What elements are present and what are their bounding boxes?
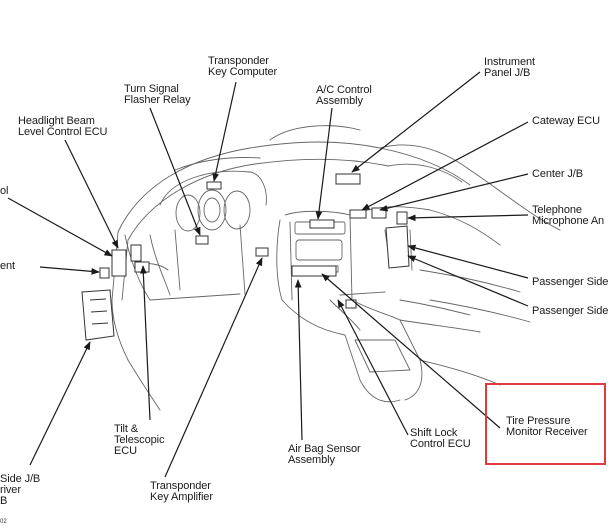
label-gateway-ecu: Cateway ECU — [532, 115, 600, 127]
leader-shift-lock — [337, 299, 409, 436]
leader-tire-pressure — [321, 273, 501, 429]
leader-driver-jb — [29, 341, 91, 466]
leader-tilt — [139, 265, 151, 421]
label-left-partial-2: ent — [0, 260, 15, 272]
transponder-amp-block — [255, 247, 269, 257]
leader-passenger-2 — [407, 255, 529, 307]
label-center-jb: Center J/B — [532, 168, 583, 180]
passenger-side-jb — [385, 225, 410, 269]
air-bag-sensor-block — [291, 265, 337, 277]
label-instrument-panel-jb: Instrument Panel J/B — [484, 56, 535, 79]
label-side-jb-partial: Side J/B river B — [0, 473, 41, 507]
leader-left-2 — [39, 266, 100, 275]
label-left-partial-1: ol — [0, 185, 9, 197]
label-tilt-telescopic-ecu: Tilt & Telescopic ECU — [114, 423, 165, 457]
label-ac-control: A/C Control Assembly — [316, 84, 372, 107]
leader-headlight — [64, 139, 119, 249]
headlight-ecu-block — [111, 249, 127, 277]
label-telephone-microphone: Telephone Microphone An — [532, 204, 605, 227]
leader-passenger-1 — [407, 244, 529, 279]
leader-transponder-key-computer — [212, 81, 237, 182]
leader-ac — [315, 107, 333, 220]
label-transponder-key-computer: Transponder Key Computer — [208, 55, 278, 78]
label-shift-lock-ecu: Shift Lock Control ECU — [410, 427, 471, 450]
label-headlight-beam-ecu: Headlight Beam Level Control ECU — [18, 115, 108, 138]
leader-instrument — [351, 71, 481, 173]
highlight-box — [485, 383, 606, 465]
turn-signal-relay-block — [195, 235, 209, 245]
label-tire-pressure-receiver: Tire Pressure Monitor Receiver — [506, 415, 588, 438]
leader-air-bag — [294, 279, 303, 441]
label-air-bag-sensor: Air Bag Sensor Assembly — [288, 443, 361, 466]
label-passenger-side-2: Passenger Side — [532, 305, 608, 317]
leader-telephone — [407, 214, 529, 222]
ac-control-block — [309, 219, 335, 229]
label-transponder-key-amplifier: Transponder Key Amplifier — [150, 480, 213, 503]
corner-code: 02 — [0, 519, 7, 525]
center-jb-block — [371, 207, 387, 219]
shift-lock-block — [345, 299, 357, 309]
leader-turn-signal — [149, 107, 201, 236]
components — [81, 173, 410, 341]
left-connector-block — [130, 244, 142, 262]
leader-transponder-amp — [164, 257, 263, 478]
driver-side-jb — [81, 289, 115, 341]
telephone-mic-block — [396, 211, 408, 225]
left-small-block — [99, 267, 110, 279]
leader-center-jb — [379, 173, 529, 212]
label-turn-signal-flasher-relay: Turn Signal Flasher Relay — [124, 83, 191, 106]
gateway-block — [349, 209, 367, 219]
label-passenger-side-1: Passenger Side — [532, 276, 608, 288]
leader-left-1 — [7, 197, 113, 257]
leader-gateway — [361, 121, 529, 211]
transponder-key-computer-block — [206, 181, 222, 190]
dashboard-outline — [111, 125, 561, 411]
instrument-jb-block — [335, 173, 361, 185]
tilt-ecu-block — [134, 261, 150, 273]
leader-lines — [7, 71, 529, 478]
